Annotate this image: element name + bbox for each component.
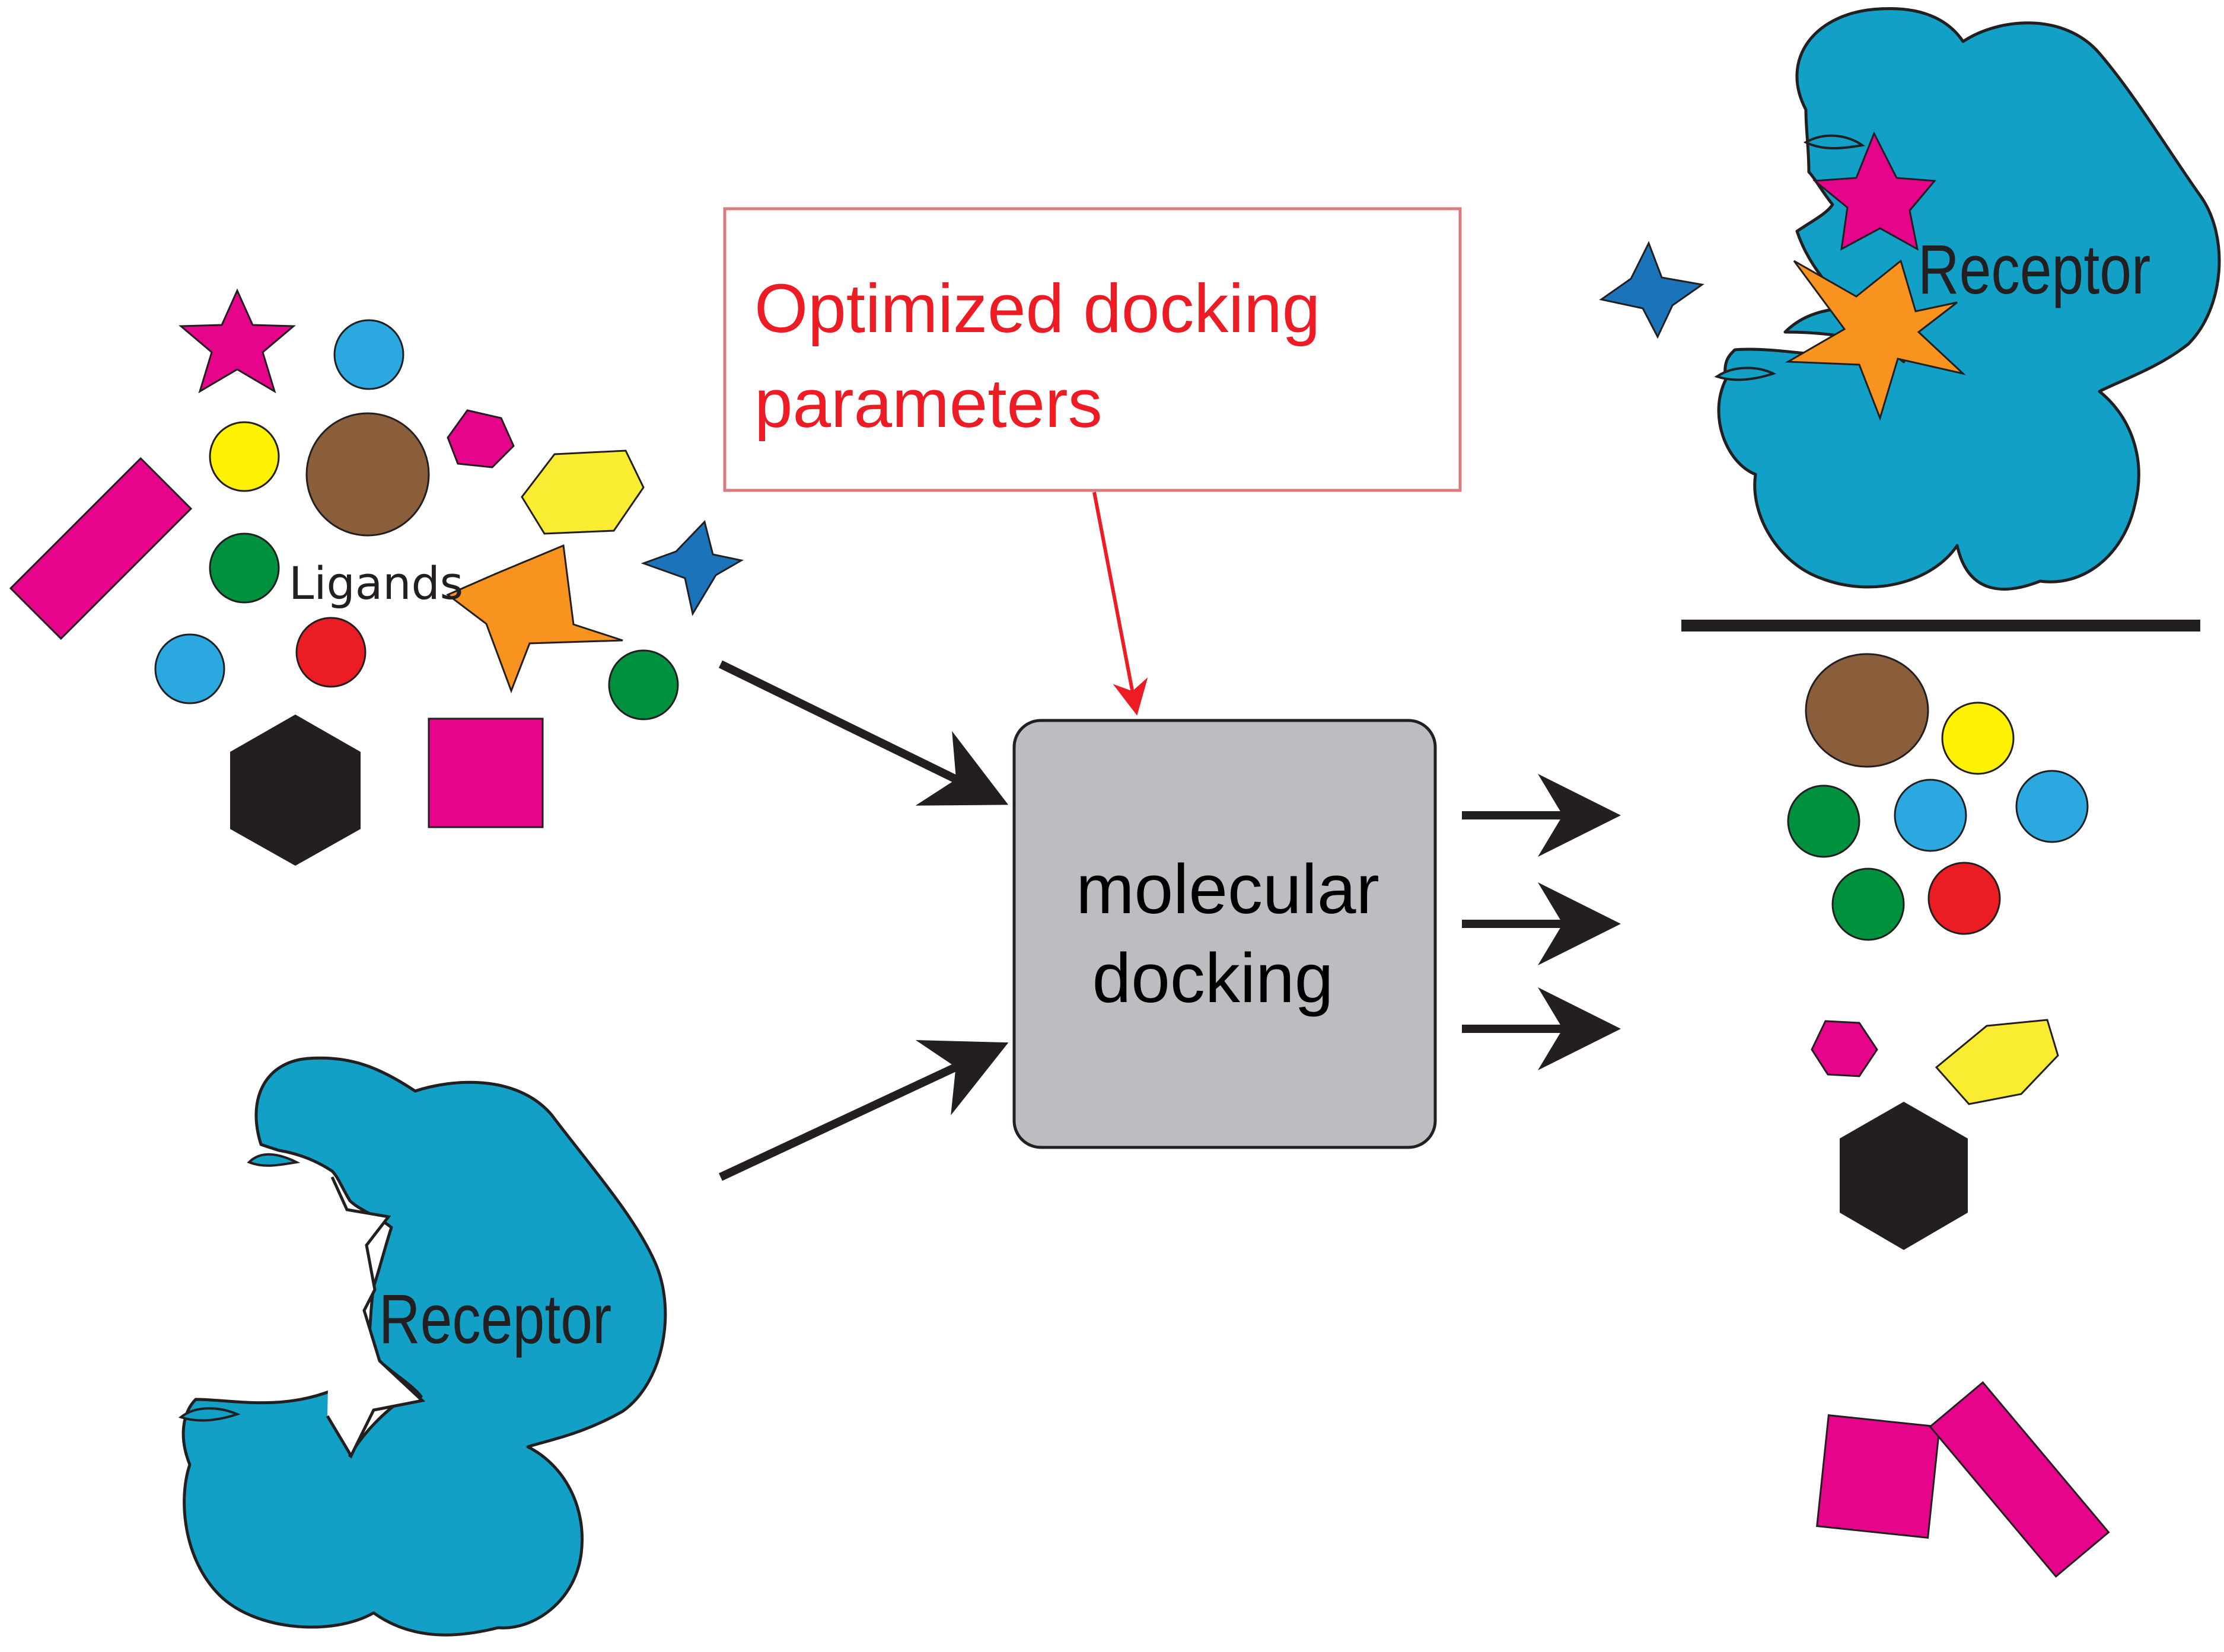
receptor-to-docking-arrow-icon xyxy=(719,1040,1009,1181)
brown-circle-icon xyxy=(305,412,430,537)
magenta-star-icon xyxy=(179,288,296,394)
yellow-circle-icon xyxy=(209,421,280,492)
unbound-dark-blue-star-icon xyxy=(1599,241,1704,339)
yellow-circle-icon xyxy=(1941,701,2015,775)
params-label-line1: Optimized docking xyxy=(754,270,1320,347)
magenta-rectangle-icon xyxy=(1929,1381,2110,1578)
black-hexagon-icon xyxy=(1840,1102,1968,1250)
parameters-to-docking-arrow-icon xyxy=(1092,492,1148,716)
ligands-label: Ligands xyxy=(289,557,463,610)
receptor-result-label: Receptor xyxy=(1918,230,2151,308)
magenta-square-icon xyxy=(428,717,544,828)
receptor-lip-icon xyxy=(178,1407,241,1422)
orange-star-icon xyxy=(446,544,623,694)
magenta-hexagon-icon xyxy=(1811,1020,1878,1077)
receptor-lip-icon xyxy=(1714,366,1777,381)
green-circle-icon xyxy=(209,532,280,604)
docked-magenta-star-icon xyxy=(1812,131,1937,251)
yellow-hexagon-icon xyxy=(1935,1019,2059,1105)
dark-blue-star-icon xyxy=(641,520,744,617)
optimized-parameters-box: Optimized docking parameters xyxy=(723,207,1462,492)
red-circle-icon xyxy=(1927,862,2001,935)
molecular-docking-box: molecular docking xyxy=(1012,719,1437,1149)
green-circle-icon xyxy=(1787,784,1860,858)
magenta-hexagon-icon xyxy=(447,409,515,468)
docked-orange-star-icon xyxy=(1785,259,1967,421)
red-circle-icon xyxy=(295,617,367,688)
sky-blue-circle-icon xyxy=(1894,779,1967,852)
receptor-lip-icon xyxy=(247,1153,301,1167)
brown-circle-icon xyxy=(1805,653,1929,768)
magenta-square-icon xyxy=(1816,1414,1941,1539)
green-circle-icon xyxy=(1831,868,1905,941)
sky-blue-circle-icon xyxy=(333,319,404,390)
green-circle-icon xyxy=(608,649,679,720)
docking-label-line1: molecular xyxy=(1076,850,1379,929)
params-label-line2: parameters xyxy=(754,365,1103,442)
receptor-binding-site-star-icon xyxy=(326,1176,426,1459)
ligand-cluster: Ligands xyxy=(9,288,744,866)
sky-blue-circle-icon xyxy=(154,633,225,704)
receptor-input: Receptor xyxy=(178,1056,667,1637)
magenta-rectangle-icon xyxy=(9,457,193,640)
docking-label-line2: docking xyxy=(1092,939,1334,1018)
receptor-result: Receptor xyxy=(1714,7,2221,591)
yellow-hexagon-icon xyxy=(521,449,645,535)
receptor-blob-icon xyxy=(1717,7,2221,591)
non-binding-ligands xyxy=(1787,653,2110,1578)
black-hexagon-icon xyxy=(230,715,361,866)
receptor-lip-icon xyxy=(1803,134,1865,149)
receptor-input-label: Receptor xyxy=(379,1280,612,1358)
ligands-to-docking-arrow-icon xyxy=(718,660,1009,806)
sky-blue-circle-icon xyxy=(2015,770,2089,843)
